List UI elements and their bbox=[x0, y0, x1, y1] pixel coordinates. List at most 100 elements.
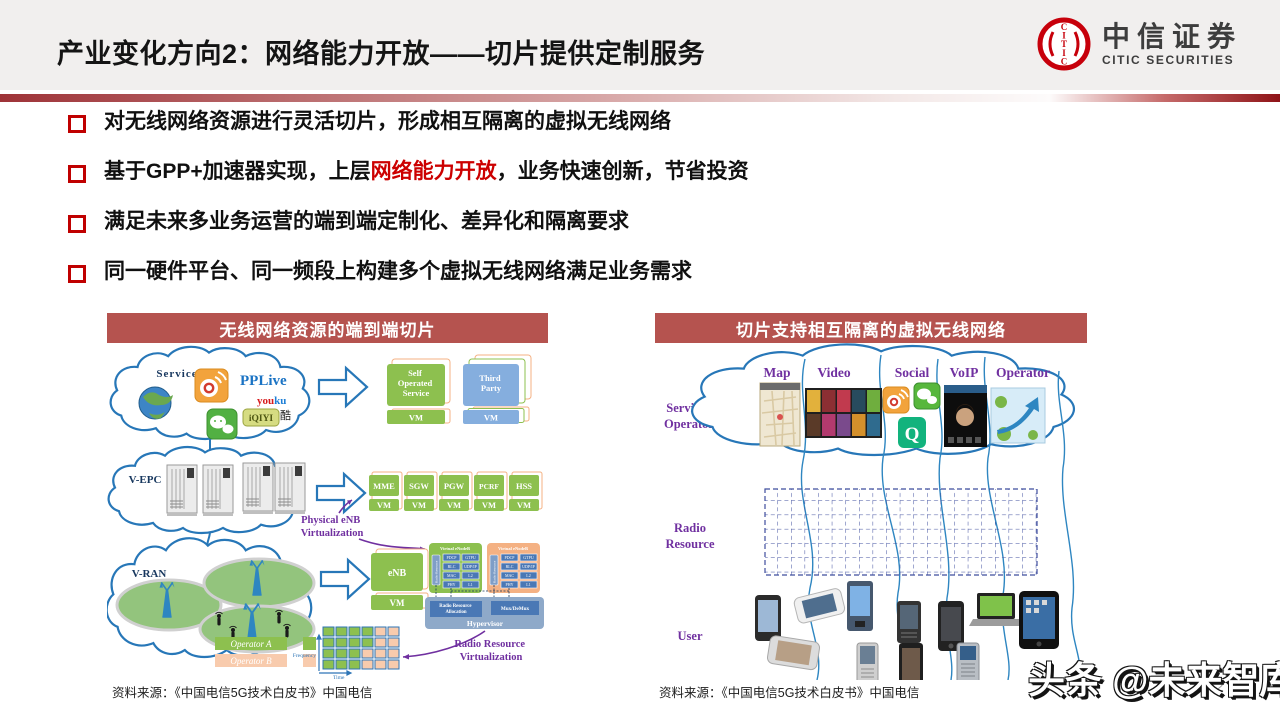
voip-app-image bbox=[944, 385, 987, 447]
radio-resource-note: Radio Resource Virtualization bbox=[454, 639, 527, 663]
device-phone-icon bbox=[793, 588, 846, 624]
server-icon bbox=[274, 462, 306, 515]
epc-box-label: SGW bbox=[409, 481, 429, 491]
device-pda-icon bbox=[847, 581, 873, 631]
device-phone-icon bbox=[766, 635, 821, 671]
svg-text:PDCP: PDCP bbox=[446, 555, 457, 560]
bullet-3: 满足未来多业务运营的端到端定制化、差异化和隔离要求 bbox=[68, 210, 1068, 234]
source-left: 资料来源：《中国电信5G技术白皮书》中国电信 bbox=[112, 686, 373, 700]
virtualization-detail: Virtual eNodeB Virtual eNodeB Radio Reso… bbox=[425, 543, 544, 629]
bullet-square-icon bbox=[68, 215, 86, 234]
weibo-icon bbox=[194, 368, 229, 403]
left-diagram-panel: 无线网络资源的端到端切片 bbox=[105, 313, 548, 683]
page-title: 产业变化方向2：网络能力开放——切片提供定制服务 bbox=[57, 39, 706, 69]
bullet-2: 基于GPP+加速器实现，上层网络能力开放，业务快速创新，节省投资 bbox=[68, 160, 1068, 184]
device-phone-icon bbox=[755, 595, 781, 641]
vm-label: VM bbox=[377, 500, 391, 510]
vm-label: VM bbox=[390, 598, 405, 608]
device-phone-icon bbox=[897, 601, 921, 643]
right-diagram-panel: 切片支持相互隔离的虚拟无线网络 Service / Operator Radio… bbox=[655, 313, 1087, 683]
operator-legend: Operator A Operator B bbox=[215, 637, 316, 667]
operator-app-image bbox=[990, 387, 1046, 444]
vepc-label: V-EPC bbox=[129, 474, 162, 486]
wechat-app-icon bbox=[913, 382, 941, 410]
device-phone-icon bbox=[899, 643, 923, 680]
frequency-axis-label: Frequency bbox=[293, 653, 316, 659]
logo-en: CITIC SECURITIES bbox=[1101, 52, 1235, 67]
virt-panel-title: Virtual eNodeB bbox=[498, 546, 528, 551]
device-phone-icon bbox=[938, 601, 964, 651]
svg-text:PHY: PHY bbox=[505, 582, 513, 587]
source-right: 资料来源：《中国电信5G技术白皮书》中国电信 bbox=[659, 686, 920, 700]
bullet-square-icon bbox=[68, 165, 86, 184]
server-icon bbox=[202, 464, 234, 517]
svg-text:iQIYI: iQIYI bbox=[249, 414, 274, 424]
epc-vm-boxes: MME VM SGW VM PGW VM PCRF VM bbox=[369, 471, 543, 511]
col-label-operator: Operator bbox=[996, 365, 1050, 380]
service-cloud-label: Service bbox=[156, 368, 197, 380]
vm-label: VM bbox=[409, 413, 423, 423]
device-feature-phone-icon bbox=[956, 642, 980, 680]
service-cloud: Service PPLive bbox=[109, 345, 311, 441]
svg-text:PDCP: PDCP bbox=[504, 555, 515, 560]
bullet-list: 对无线网络资源进行灵活切片，形成相互隔离的虚拟无线网络 基于GPP+加速器实现，… bbox=[68, 110, 1068, 311]
hypervisor-label: Hypervisor bbox=[467, 619, 504, 628]
left-panel-title: 无线网络资源的端到端切片 bbox=[107, 313, 548, 343]
col-label-map: Map bbox=[764, 365, 791, 380]
svg-text:GTPU: GTPU bbox=[523, 555, 534, 560]
svg-text:RLC: RLC bbox=[448, 564, 456, 569]
legend-operator-a: Operator A bbox=[230, 639, 272, 649]
right-diagram: Map Video Social VoIP Operator bbox=[655, 343, 1081, 680]
youku-logo: youku bbox=[257, 395, 286, 407]
note-arrow bbox=[358, 538, 426, 550]
virt-panel-title: Virtual eNodeB bbox=[440, 546, 470, 551]
logo-cn: 中信证券 bbox=[1101, 20, 1242, 52]
svg-text:UDP/IP: UDP/IP bbox=[522, 564, 535, 569]
hypervisor-box1-label: Radio Resource Allocation bbox=[439, 604, 473, 615]
vm-label: VM bbox=[447, 500, 461, 510]
bullet-1: 对无线网络资源进行灵活切片，形成相互隔离的虚拟无线网络 bbox=[68, 110, 1068, 134]
vm-label: VM bbox=[412, 500, 426, 510]
vm-label: VM bbox=[517, 500, 531, 510]
svg-text:MAC: MAC bbox=[505, 573, 514, 578]
bullet-2-post: ，业务快速创新，节省投资 bbox=[496, 160, 749, 184]
third-party-label: Third Party bbox=[479, 373, 502, 393]
weibo-app-icon bbox=[882, 386, 910, 414]
col-label-social: Social bbox=[895, 365, 930, 380]
time-axis-label: Time bbox=[333, 675, 345, 680]
bullet-square-icon bbox=[68, 115, 86, 133]
bullet-4-text: 同一硬件平台、同一频段上构建多个虚拟无线网络满足业务需求 bbox=[104, 260, 692, 284]
svg-text:L2: L2 bbox=[468, 573, 472, 578]
bullet-2-pre: 基于GPP+加速器实现，上层 bbox=[104, 160, 371, 184]
radio-resource-grid bbox=[764, 488, 1038, 576]
svg-text:L2: L2 bbox=[526, 573, 530, 578]
vran-label: V-RAN bbox=[132, 568, 167, 580]
self-operated-card bbox=[387, 364, 445, 406]
col-label-video: Video bbox=[817, 365, 850, 380]
device-laptop-icon bbox=[969, 593, 1023, 626]
epc-box-label: MME bbox=[373, 481, 395, 491]
svg-text:PHY: PHY bbox=[447, 582, 455, 587]
bullet-2-text: 基于GPP+加速器实现，上层网络能力开放，业务快速创新，节省投资 bbox=[104, 160, 749, 184]
user-devices bbox=[755, 581, 1059, 680]
note-arrow bbox=[402, 630, 486, 658]
wechat-icon bbox=[206, 408, 238, 440]
hypervisor-box2-label: Mux/DeMux bbox=[501, 606, 530, 612]
bullet-square-icon bbox=[68, 265, 86, 284]
globe-icon bbox=[138, 386, 173, 420]
device-phone-icon bbox=[856, 642, 879, 680]
left-diagram: Service PPLive bbox=[105, 345, 544, 681]
virt-side-label: Radio Resource bbox=[493, 560, 497, 583]
bullet-1-text: 对无线网络资源进行灵活切片，形成相互隔离的虚拟无线网络 bbox=[104, 110, 671, 133]
enb-vm-card: eNB VM bbox=[371, 548, 429, 610]
vepc-cloud: V-EPC bbox=[107, 445, 306, 535]
epc-box-label: HSS bbox=[516, 481, 532, 491]
enb-label: eNB bbox=[388, 568, 407, 579]
q-app-icon: Q bbox=[898, 417, 926, 448]
vm-label: VM bbox=[484, 413, 498, 423]
arrow-right-icon bbox=[317, 366, 369, 408]
right-panel-title: 切片支持相互隔离的虚拟无线网络 bbox=[655, 313, 1087, 343]
